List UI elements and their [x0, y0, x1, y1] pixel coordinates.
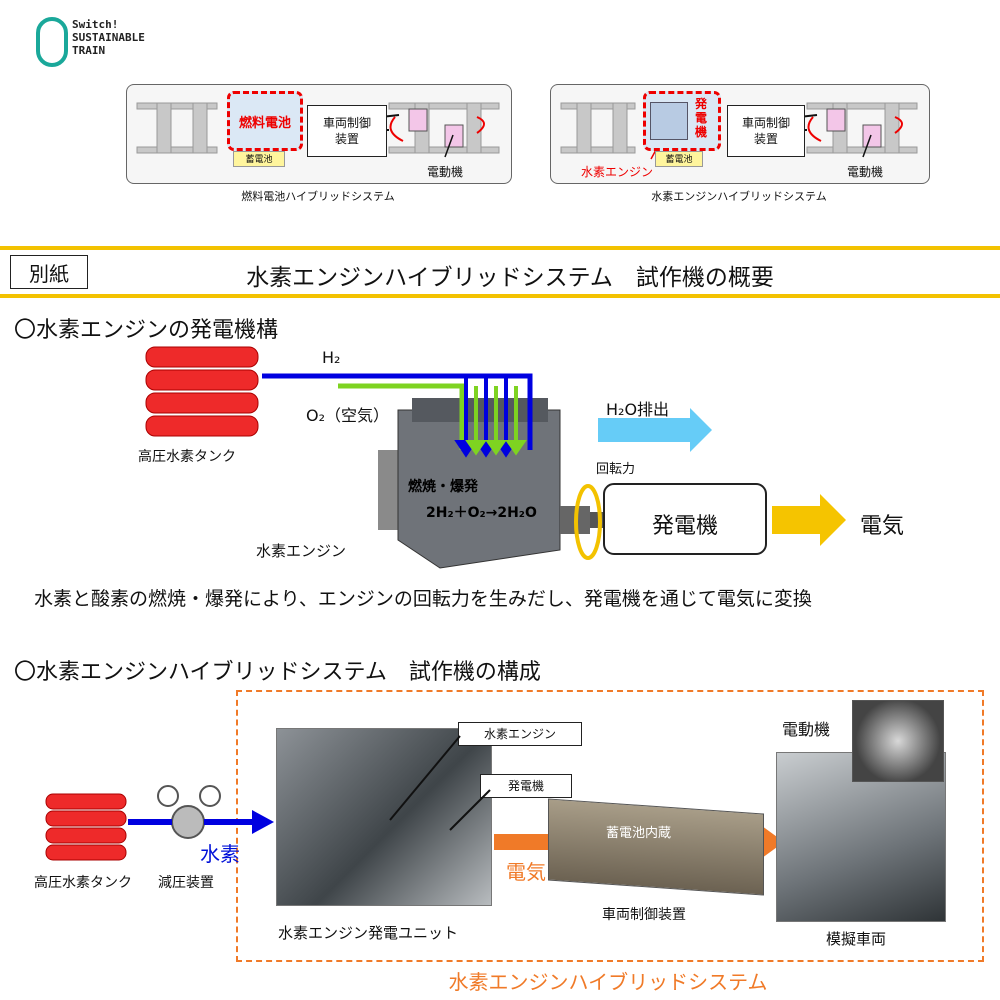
generator-box: [603, 483, 767, 555]
electricity-arrow: [772, 494, 846, 546]
unit-label: 水素エンジン発電ユニット: [278, 924, 459, 942]
system-boundary: [236, 690, 984, 962]
fuel-cell-box: 燃料電池: [227, 91, 303, 151]
controller-box: 車両制御 装置: [307, 105, 387, 157]
hydrogen-tank-icon: [145, 346, 259, 437]
banner-top-rule: [0, 246, 1000, 250]
hydrogen-engine-caption: 水素エンジンハイブリッドシステム: [651, 190, 827, 203]
rotation-label: 回転力: [596, 462, 636, 477]
banner-tag: 別紙: [10, 255, 88, 289]
fuel-cell-diagram: 燃料電池 蓄電池 車両制御 装置 電動機: [126, 84, 512, 184]
reaction-label: 2H₂＋O₂→2H₂O: [426, 505, 537, 521]
logo-line-2: SUSTAINABLE: [72, 31, 145, 44]
rotation-arrow-icon: [574, 484, 602, 560]
engine-label: 水素エンジン: [256, 542, 347, 560]
supply-line-drawing: [45, 785, 274, 861]
section2-heading: 〇水素エンジンハイブリッドシステム 試作機の構成: [14, 660, 541, 685]
hydrogen-engine-diagram: 発電機 蓄電池 水素エンジン 車両制御 装置 電動機: [550, 84, 930, 184]
combustion-label: 燃焼・爆発: [408, 479, 478, 495]
banner-bottom-rule: [0, 294, 1000, 298]
callout-leaders: [389, 735, 491, 831]
logo-line-3: TRAIN: [72, 44, 106, 57]
mechanism-description: 水素と酸素の燃焼・爆発により、エンジンの回転力を生みだし、発電機を通じて電気に変…: [34, 588, 812, 610]
h2o-exhaust-label: H₂O排出: [606, 400, 670, 419]
engine-generator-box: 発電機: [643, 91, 721, 151]
logo-line-1: Switch!: [72, 18, 119, 31]
battery-label-2: 蓄電池: [655, 151, 703, 167]
banner-title: 水素エンジンハイブリッドシステム 試作機の概要: [246, 265, 774, 291]
generator-label-vertical: 発電機: [694, 97, 707, 139]
electricity-label-2: 電気: [506, 860, 546, 884]
bogie-drawing: [136, 102, 500, 158]
motor-label-3: 電動機: [782, 720, 831, 739]
exhaust-arrow: [598, 408, 712, 452]
controller-label: 車両制御装置: [602, 907, 686, 923]
controller-photo: [548, 798, 764, 896]
hydrogen-label: 水素: [200, 842, 240, 866]
fuel-cell-label: 燃料電池: [238, 115, 291, 131]
h2-label: H₂: [322, 348, 341, 367]
tank-label: 高圧水素タンク: [138, 449, 236, 465]
motor-label-2: 電動機: [847, 165, 884, 179]
generator-label: 発電機: [651, 514, 718, 539]
battery-inside-label: 蓄電池内蔵: [606, 826, 672, 841]
generator-callout: 発電機: [480, 774, 572, 798]
engine-mechanism-diagram: [145, 346, 846, 569]
engine-block-icon: [650, 102, 688, 140]
regulator-icon: [157, 785, 221, 839]
engine-callout: 水素エンジン: [458, 722, 582, 746]
hydrogen-tank-icon-2: [45, 793, 127, 861]
logo-mark-icon: [36, 17, 68, 67]
o2-label: O₂（空気）: [306, 406, 390, 425]
hydrogen-engine-label: 水素エンジン: [581, 165, 654, 179]
tank-label-2: 高圧水素タンク: [34, 875, 132, 891]
regulator-label: 減圧装置: [158, 875, 214, 891]
motor-label: 電動機: [427, 165, 464, 179]
controller-box-2: 車両制御 装置: [727, 105, 805, 157]
motor-photo: [852, 700, 944, 782]
electricity-label: 電気: [860, 514, 905, 539]
fuel-cell-caption: 燃料電池ハイブリッドシステム: [241, 190, 395, 203]
battery-label: 蓄電池: [233, 151, 285, 167]
system-label: 水素エンジンハイブリッドシステム: [448, 970, 768, 994]
engine-unit-photo: [276, 728, 492, 906]
section1-heading: 〇水素エンジンの発電機構: [14, 318, 279, 343]
vehicle-label: 模擬車両: [826, 930, 887, 948]
logo: Switch! SUSTAINABLE TRAIN: [32, 14, 182, 74]
